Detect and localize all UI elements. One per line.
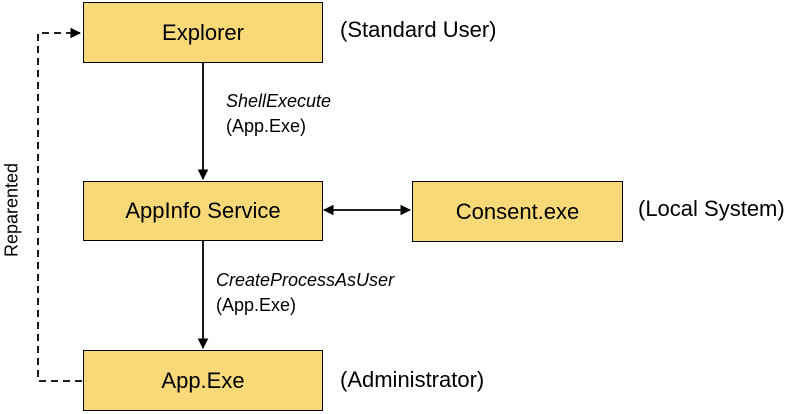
appinfo-service-node: AppInfo Service [83, 181, 323, 241]
createprocessasuser-call: CreateProcessAsUser [216, 270, 395, 290]
explorer-node: Explorer [83, 2, 323, 63]
reparented-dashed-arrow [37, 27, 82, 382]
reparented-label: Reparented [1, 162, 22, 258]
explorer-label: Explorer [162, 19, 244, 45]
shellexecute-call: ShellExecute [226, 91, 332, 111]
appinfo-service-label: AppInfo Service [125, 198, 281, 223]
app-exe-node: App.Exe [83, 350, 323, 411]
shellexecute-arg: (App.Exe) [226, 116, 307, 136]
createprocessasuser-arg: (App.Exe) [216, 295, 297, 315]
explorer-annotation: (Standard User) [340, 17, 497, 42]
consent-exe-label: Consent.exe [455, 198, 580, 224]
app-exe-label: App.Exe [161, 367, 245, 393]
edge-label-shellexecute: ShellExecute (App.Exe) [226, 89, 331, 139]
edge-label-createprocessasuser: CreateProcessAsUser (App.Exe) [216, 268, 394, 318]
consent-annotation: (Local System) [638, 196, 785, 221]
app-exe-annotation: (Administrator) [340, 367, 485, 392]
consent-exe-node: Consent.exe [412, 181, 623, 242]
